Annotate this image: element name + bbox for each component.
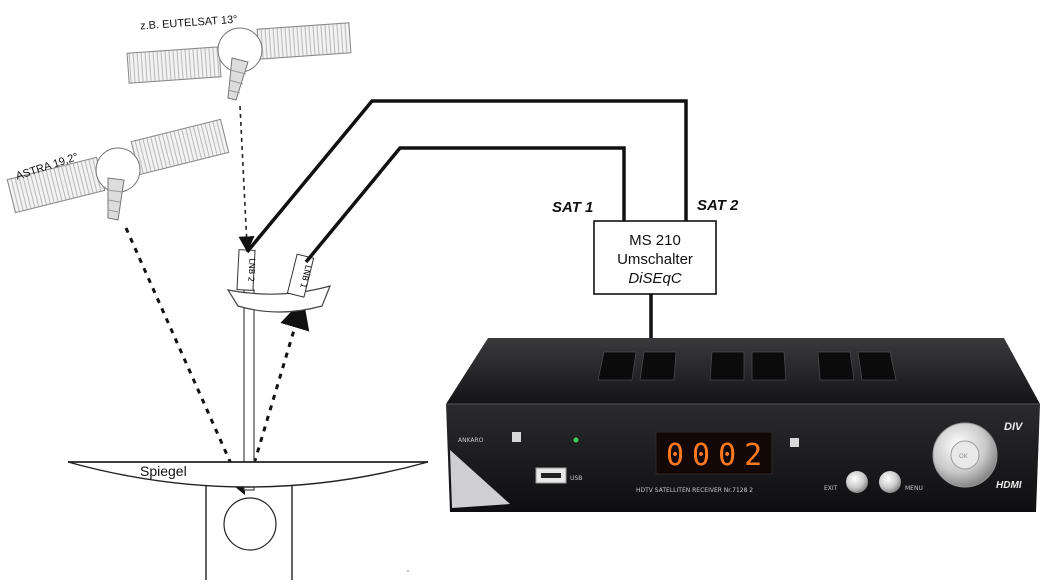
switch-protocol-text: DiSEqC bbox=[628, 270, 682, 287]
satellite-eutelsat-label: z.B. EUTELSAT 13° bbox=[140, 14, 238, 33]
menu-button[interactable] bbox=[879, 471, 901, 493]
signal-mirror-to-lnb1 bbox=[246, 298, 310, 485]
switch-model-text: MS 210 bbox=[629, 232, 681, 249]
lnb-2: LNB 2 bbox=[236, 249, 257, 291]
usb-label: USB bbox=[570, 475, 582, 482]
receiver-model-text: HDTV SATELLITEN RECEIVER Nr.7128 2 bbox=[636, 487, 753, 494]
exit-button[interactable] bbox=[846, 471, 868, 493]
ir-sensor bbox=[790, 438, 799, 447]
mirror-label: Spiegel bbox=[140, 463, 187, 479]
receiver-brand-text: ANKARO bbox=[458, 437, 484, 444]
solar-panel-right bbox=[130, 118, 230, 176]
lnb-2-label: LNB 2 bbox=[246, 258, 256, 282]
menu-button-label: MENU bbox=[905, 485, 923, 492]
satellite-astra bbox=[6, 118, 230, 221]
receiver-logo-badge bbox=[512, 432, 521, 442]
cable-lnb1-to-sat1 bbox=[304, 146, 626, 264]
satellite-receiver: ANKARO USB 0002 HDTV SATELLITEN RECEIVER… bbox=[446, 338, 1040, 512]
diseqc-switch-box: MS 210 Umschalter DiSEqC bbox=[593, 220, 717, 295]
receiver-display bbox=[655, 431, 773, 475]
lnb-arm bbox=[243, 289, 255, 491]
divx-logo: DIV bbox=[1004, 421, 1024, 433]
switch-type-text: Umschalter bbox=[617, 251, 693, 268]
signal-eutelsat-to-lnb2 bbox=[238, 105, 255, 253]
switch-input-sat1-label: SAT 1 bbox=[552, 199, 593, 216]
dish-mount bbox=[205, 486, 293, 580]
satellite-antenna bbox=[107, 177, 125, 221]
receiver-standby-led bbox=[573, 437, 579, 443]
receiver-flap bbox=[450, 450, 510, 508]
mirror-dish bbox=[67, 461, 429, 488]
solar-panel-right bbox=[256, 22, 352, 60]
receiver-vents bbox=[597, 351, 897, 381]
ok-button[interactable] bbox=[950, 440, 980, 470]
satellite-antenna bbox=[227, 57, 249, 101]
solar-panel-left bbox=[126, 46, 222, 84]
signal-astra-to-mirror bbox=[124, 227, 247, 495]
satellite-eutelsat bbox=[126, 22, 352, 101]
hdmi-logo: HDMI bbox=[996, 480, 1022, 491]
receiver-display-digits: 0002 bbox=[666, 438, 770, 473]
ok-button-label: OK bbox=[959, 453, 969, 460]
switch-input-sat2-label: SAT 2 bbox=[697, 197, 739, 214]
exit-button-label: EXIT bbox=[824, 485, 838, 492]
cable-lnb2-to-sat2 bbox=[245, 99, 688, 254]
dish-assembly: LNB 2 LNB 1 bbox=[226, 249, 332, 491]
lnb-1: LNB 1 bbox=[286, 253, 315, 298]
